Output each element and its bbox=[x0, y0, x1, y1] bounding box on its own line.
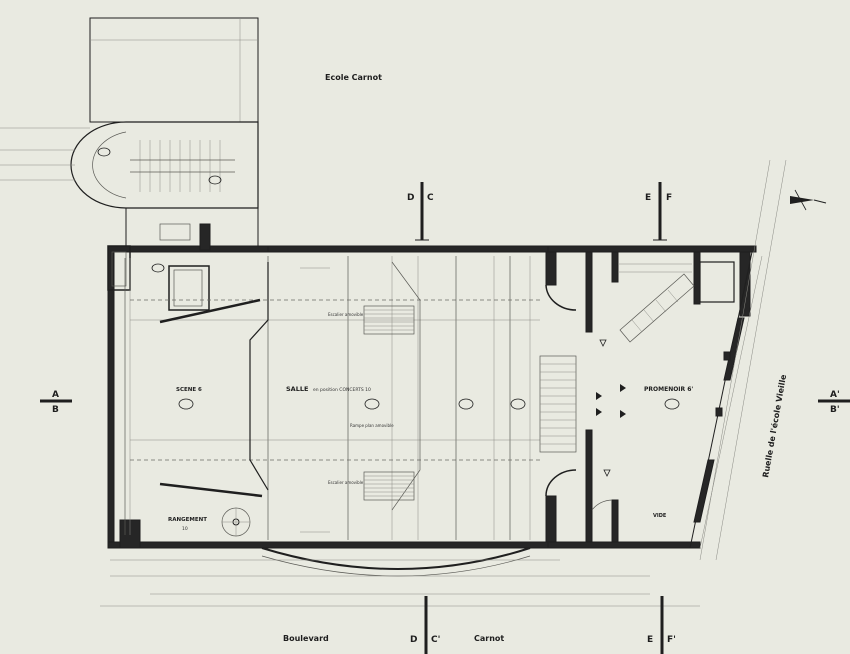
label-salle: SALLE bbox=[286, 385, 308, 393]
label-salle-detail: en position CONCERTS 10 bbox=[313, 387, 371, 393]
spiral-stair bbox=[221, 507, 251, 537]
room-markers bbox=[97, 147, 680, 410]
label-vide: VIDE bbox=[653, 513, 667, 519]
stair-treads bbox=[130, 140, 235, 192]
section-d-top: D bbox=[407, 193, 414, 203]
section-mark-dc-bottom: D C' bbox=[410, 596, 440, 654]
section-e-top: E bbox=[645, 193, 651, 203]
label-carnot-bottom: Carnot bbox=[474, 634, 504, 643]
stair-curve-upper bbox=[545, 284, 577, 311]
front-curve bbox=[100, 547, 700, 607]
label-promenoir: PROMENOIR 6' bbox=[644, 386, 693, 393]
section-e-bottom: E bbox=[647, 635, 653, 645]
street-label: Ruelle de l'école Vieille bbox=[760, 373, 788, 478]
removable-stair-lower bbox=[363, 471, 415, 501]
section-d-bottom: D bbox=[410, 635, 417, 645]
section-mark-ab-left: A B bbox=[40, 390, 72, 415]
section-mark-ab-right: A' B' bbox=[818, 390, 850, 415]
north-arrow-icon bbox=[790, 189, 827, 211]
exit-arrows bbox=[596, 339, 626, 477]
title-ecole-carnot: Ecole Carnot bbox=[325, 73, 382, 82]
label-boulevard: Boulevard bbox=[283, 634, 329, 643]
section-mark-ef-bottom: E F' bbox=[647, 596, 676, 654]
removable-stair-upper bbox=[363, 305, 415, 335]
section-b-right: B' bbox=[830, 405, 840, 415]
section-mark-dc-top: D C bbox=[407, 182, 434, 241]
label-scene: SCENE 6 bbox=[176, 387, 202, 393]
upper-building bbox=[0, 17, 259, 248]
label-rampe: Rampe plan amovible bbox=[350, 423, 394, 428]
section-c-bottom: C' bbox=[431, 635, 440, 645]
section-a-left: A bbox=[52, 390, 59, 400]
central-stair bbox=[539, 355, 577, 453]
section-c-top: C bbox=[427, 193, 434, 203]
street-boundary bbox=[689, 159, 787, 561]
label-escalier-lower: Escalier amovible bbox=[328, 480, 364, 485]
diagonal-stair bbox=[618, 263, 695, 343]
section-b-left: B bbox=[52, 405, 59, 415]
stair-curve-lower bbox=[545, 469, 577, 497]
interior-lines bbox=[124, 256, 540, 540]
section-a-right: A' bbox=[830, 390, 840, 400]
section-f-top: F bbox=[666, 193, 672, 203]
label-escalier-upper: Escalier amovible bbox=[328, 312, 364, 317]
section-mark-ef-top: E F bbox=[645, 182, 672, 241]
label-rangement: RANGEMENT bbox=[168, 517, 207, 523]
section-f-bottom: F' bbox=[667, 635, 676, 645]
label-rangement-number: 10 bbox=[182, 526, 188, 532]
main-walls bbox=[107, 223, 757, 549]
